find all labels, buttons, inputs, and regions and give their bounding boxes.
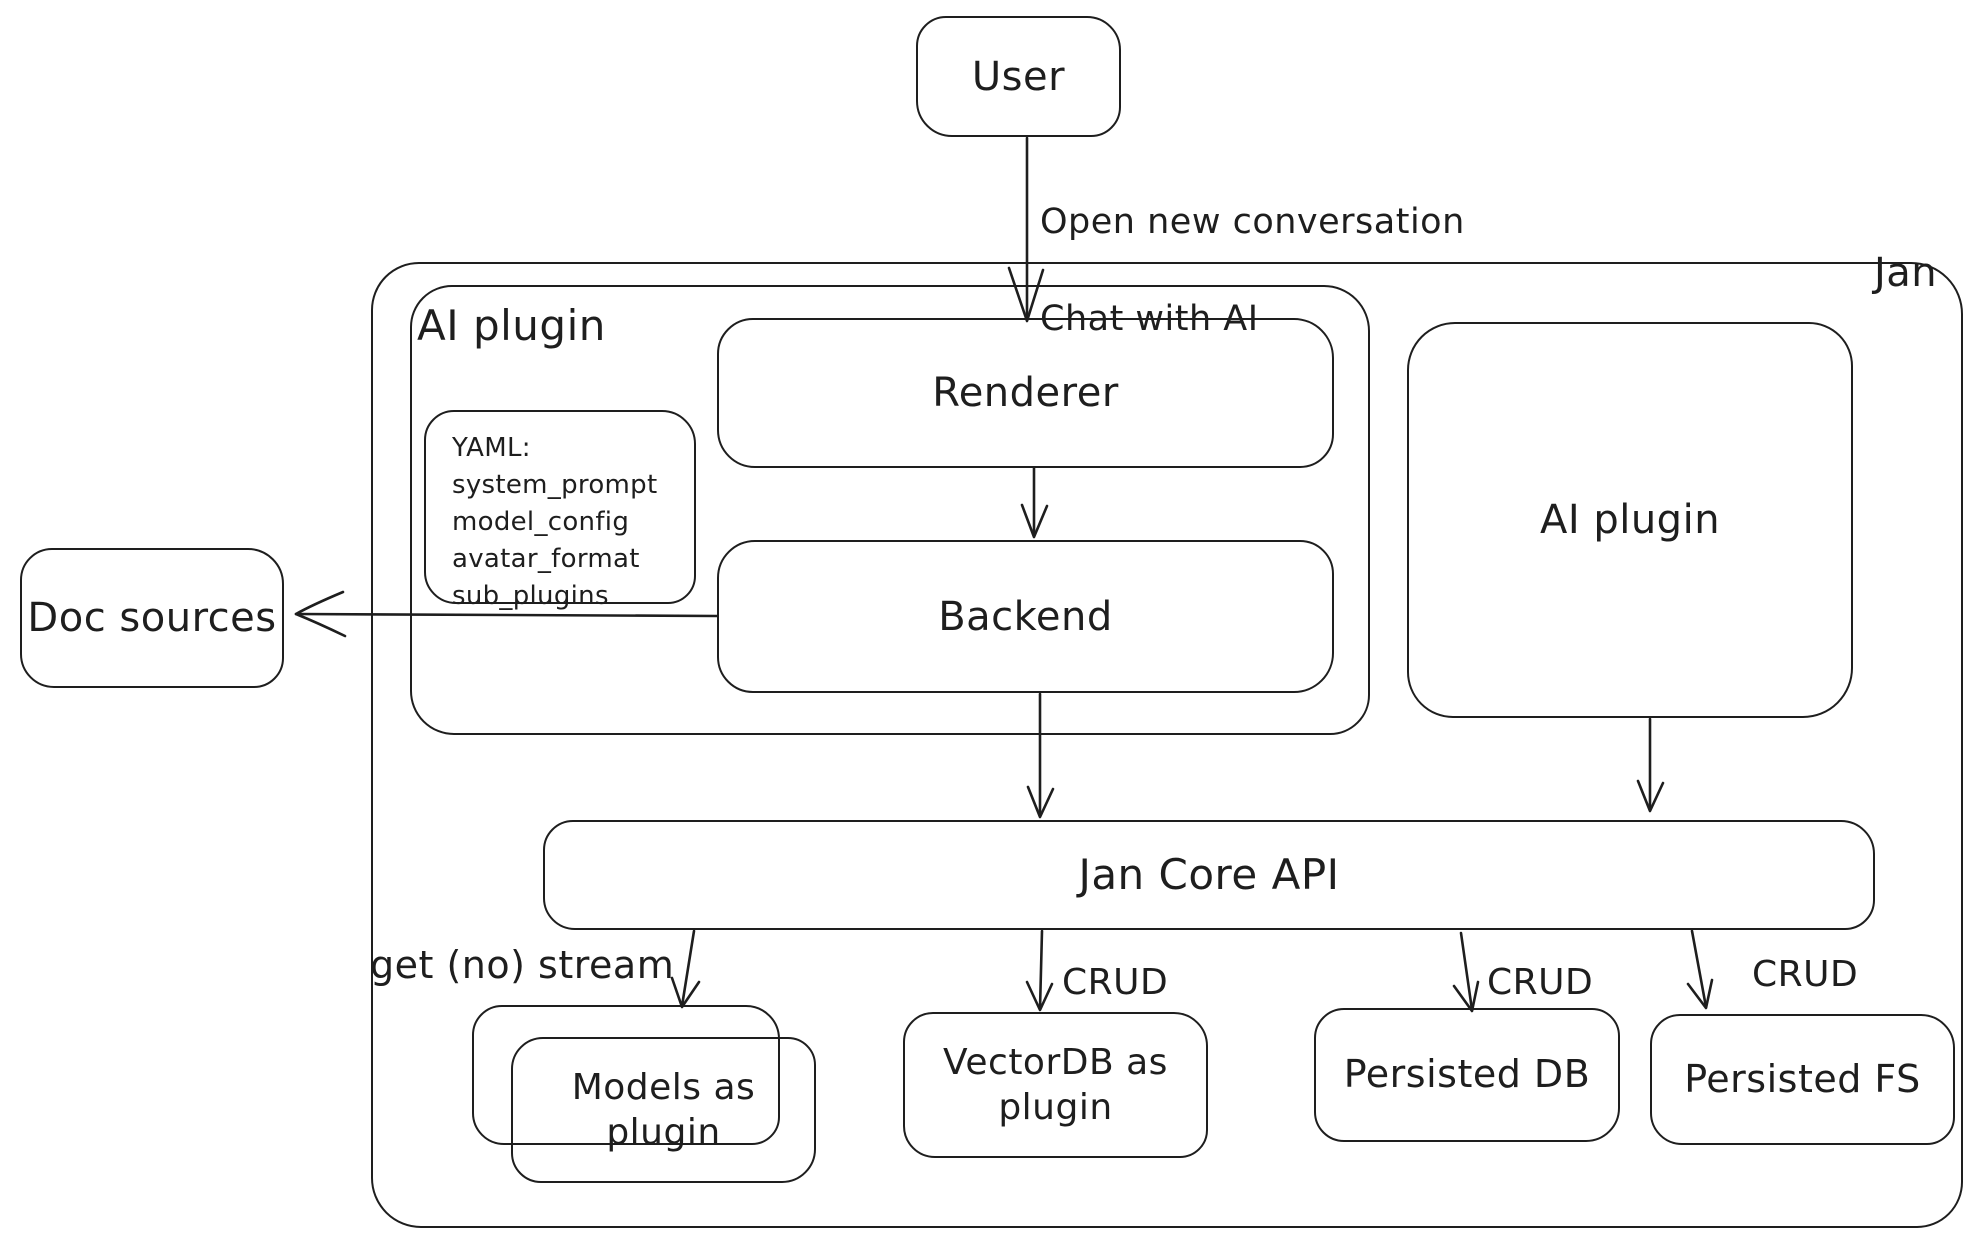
jan-core-api-node: Jan Core API bbox=[543, 820, 1875, 930]
models-as-plugin-outer-frame bbox=[472, 1005, 780, 1145]
yaml-note-line: model_config bbox=[452, 506, 630, 537]
yaml-note: YAML: system_prompt model_config avatar_… bbox=[424, 410, 696, 611]
models-as-plugin-node-label: Models as plugin bbox=[571, 1067, 756, 1153]
edge-label-crud-persisted-db: CRUD bbox=[1487, 962, 1594, 1003]
ai-plugin-group-box bbox=[410, 285, 1370, 735]
yaml-note-line: system_prompt bbox=[452, 469, 658, 500]
edge-label-get-no-stream: get (no) stream bbox=[370, 943, 675, 987]
edge-label-user-flow-line2: Chat with AI bbox=[1040, 298, 1259, 339]
renderer-node: Renderer bbox=[717, 318, 1334, 468]
jan-core-api-node-label: Jan Core API bbox=[1078, 849, 1340, 899]
ai-plugin-group-label: AI plugin bbox=[417, 301, 606, 350]
user-node-label: User bbox=[971, 53, 1066, 100]
jan-container-label: Jan bbox=[1874, 250, 1938, 296]
vectordb-as-plugin-node: VectorDB as plugin bbox=[903, 1012, 1208, 1158]
persisted-db-node-label: Persisted DB bbox=[1343, 1052, 1591, 1097]
user-node: User bbox=[916, 16, 1121, 137]
edge-label-crud-persisted-fs: CRUD bbox=[1752, 954, 1859, 995]
jan-container-box bbox=[371, 262, 1963, 1228]
ai-plugin-node-label: AI plugin bbox=[1539, 497, 1721, 543]
edge-label-user-flow: Open new conversation Chat with AI bbox=[1040, 150, 1465, 391]
backend-node-label: Backend bbox=[938, 593, 1113, 640]
persisted-fs-node: Persisted FS bbox=[1650, 1014, 1955, 1145]
vectordb-as-plugin-node-label: VectorDB as plugin bbox=[943, 1042, 1168, 1128]
models-as-plugin-node: Models as plugin bbox=[511, 1037, 816, 1183]
yaml-note-line: avatar_format bbox=[452, 543, 640, 574]
edge-label-user-flow-line1: Open new conversation bbox=[1040, 202, 1465, 243]
doc-sources-node: Doc sources bbox=[20, 548, 284, 688]
yaml-note-content: YAML: system_prompt model_config avatar_… bbox=[426, 412, 657, 615]
renderer-node-label: Renderer bbox=[932, 370, 1119, 416]
doc-sources-node-label: Doc sources bbox=[27, 595, 277, 641]
persisted-fs-node-label: Persisted FS bbox=[1684, 1056, 1921, 1101]
yaml-note-line: YAML: bbox=[452, 433, 531, 463]
ai-plugin-node: AI plugin bbox=[1407, 322, 1853, 718]
backend-node: Backend bbox=[717, 540, 1334, 693]
yaml-note-line: sub_plugins bbox=[452, 580, 609, 611]
persisted-db-node: Persisted DB bbox=[1314, 1008, 1620, 1142]
edge-label-crud-vectordb: CRUD bbox=[1062, 962, 1169, 1003]
